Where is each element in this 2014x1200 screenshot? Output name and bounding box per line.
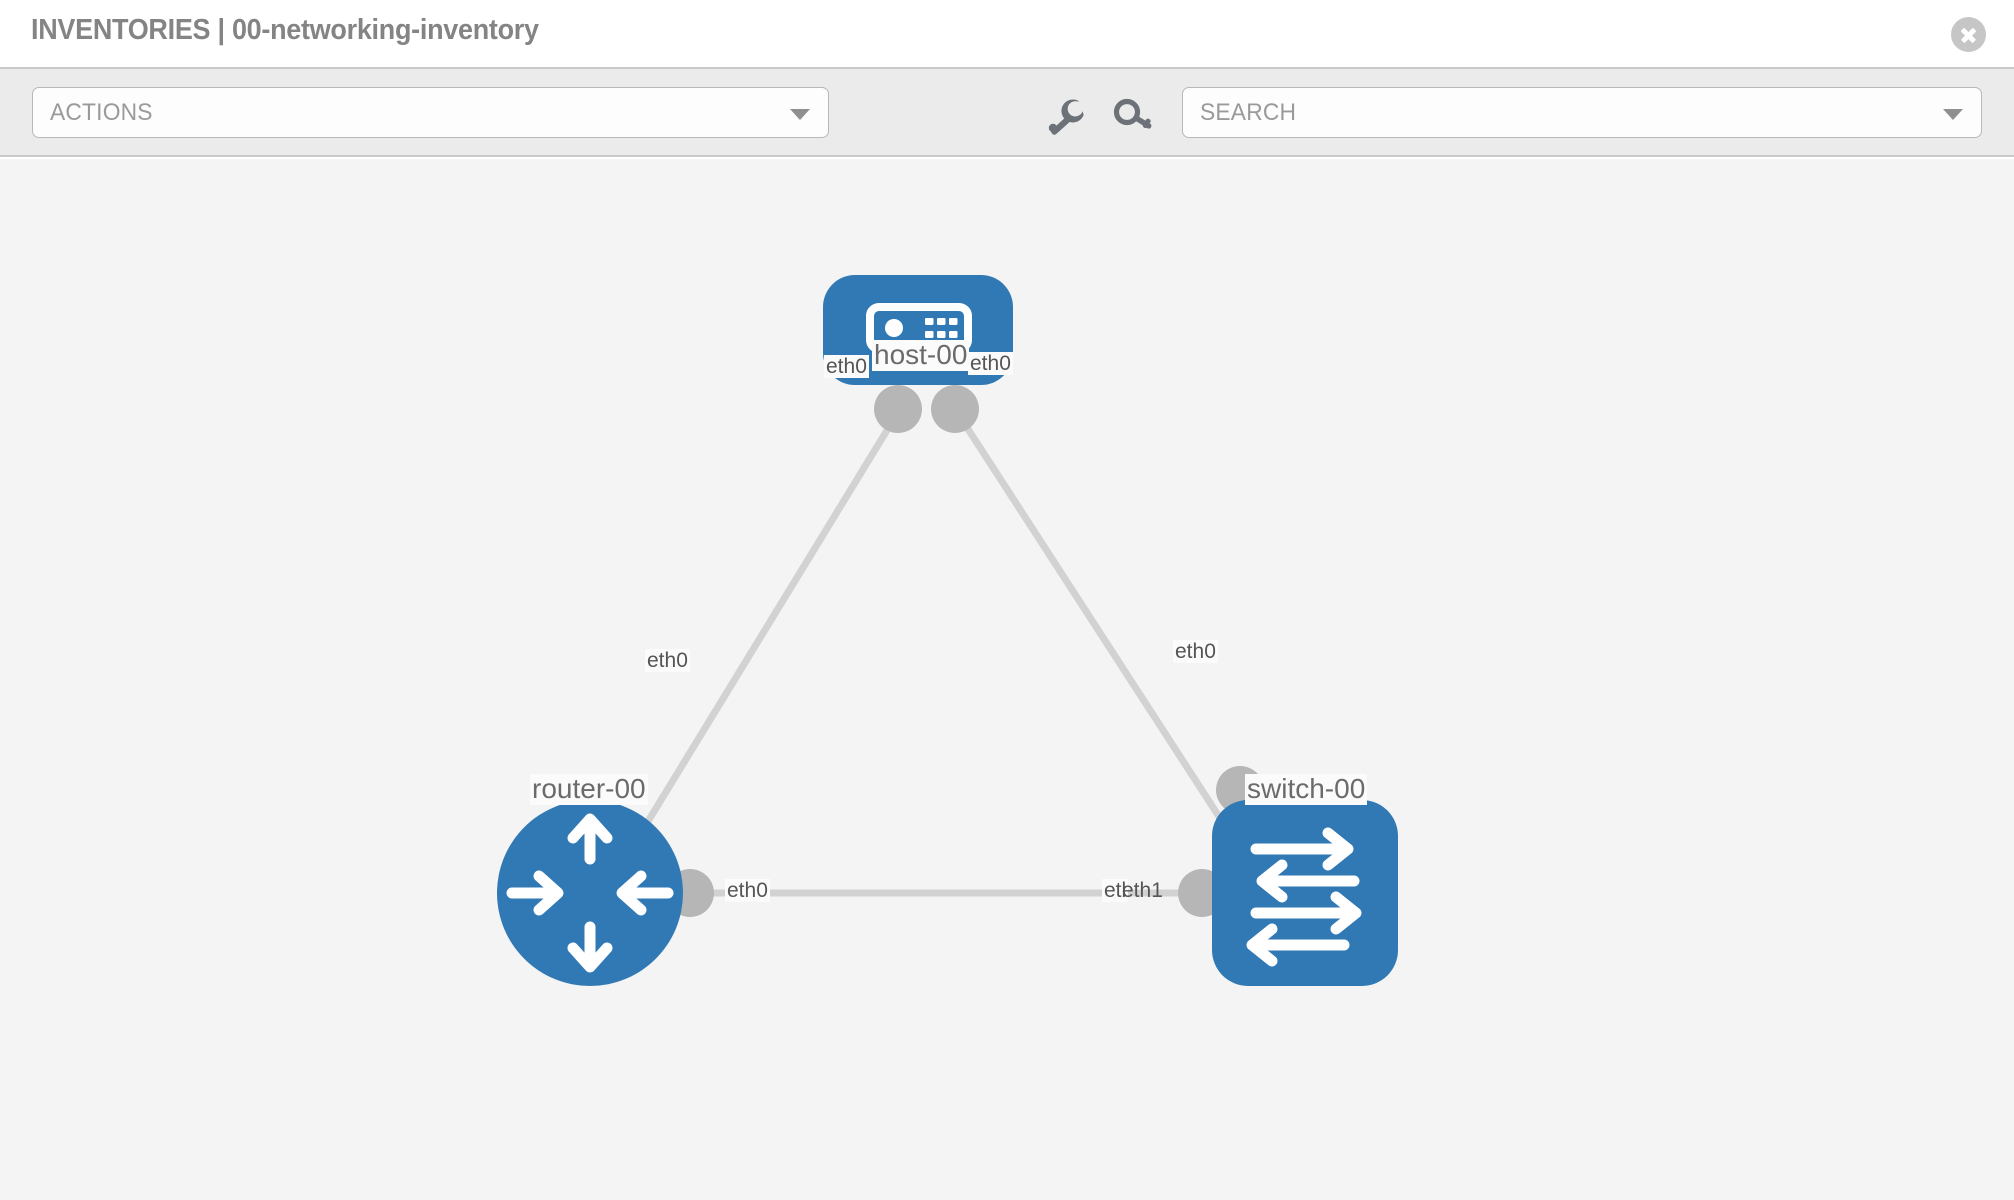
edge-label-host-right: eth0 (968, 352, 1013, 376)
edge-label-switch-left-a: etl (1102, 879, 1129, 903)
wrench-icon[interactable] (1046, 97, 1088, 135)
close-icon[interactable] (1951, 17, 1986, 52)
key-icon[interactable] (1113, 97, 1156, 135)
chevron-down-icon (790, 109, 810, 120)
search-input[interactable]: SEARCH (1182, 87, 1982, 138)
actions-dropdown-label: ACTIONS (50, 99, 153, 126)
edge-label-router-upper: eth0 (645, 649, 690, 673)
node-router-00 (497, 800, 683, 986)
edge-host-switch (952, 407, 1243, 851)
topology-canvas[interactable]: host-00 router-00 switch-00 eth0 eth0 et… (0, 159, 2014, 1200)
node-switch-00 (1212, 800, 1398, 986)
toolbar: ACTIONS SEARCH (0, 69, 2014, 157)
port-host-right (931, 385, 979, 433)
topology-graph (497, 275, 1398, 986)
edge-label-switch-upper: eth0 (1173, 640, 1218, 664)
edge-label-router-right: eth0 (725, 879, 770, 903)
node-label-switch: switch-00 (1245, 773, 1368, 805)
topology-edges (622, 407, 1243, 897)
search-placeholder: SEARCH (1200, 99, 1297, 126)
node-label-host: host-00 (872, 339, 970, 371)
node-label-router: router-00 (530, 773, 648, 805)
page-title: INVENTORIES | 00-networking-inventory (31, 14, 539, 46)
page-header: INVENTORIES | 00-networking-inventory (0, 0, 2014, 69)
port-host-left (874, 385, 922, 433)
edge-host-router (622, 407, 903, 861)
actions-dropdown[interactable]: ACTIONS (32, 87, 829, 138)
chevron-down-icon (1943, 109, 1963, 120)
edge-label-switch-left-b: eth1 (1122, 879, 1163, 902)
edge-label-host-left: eth0 (824, 355, 869, 379)
